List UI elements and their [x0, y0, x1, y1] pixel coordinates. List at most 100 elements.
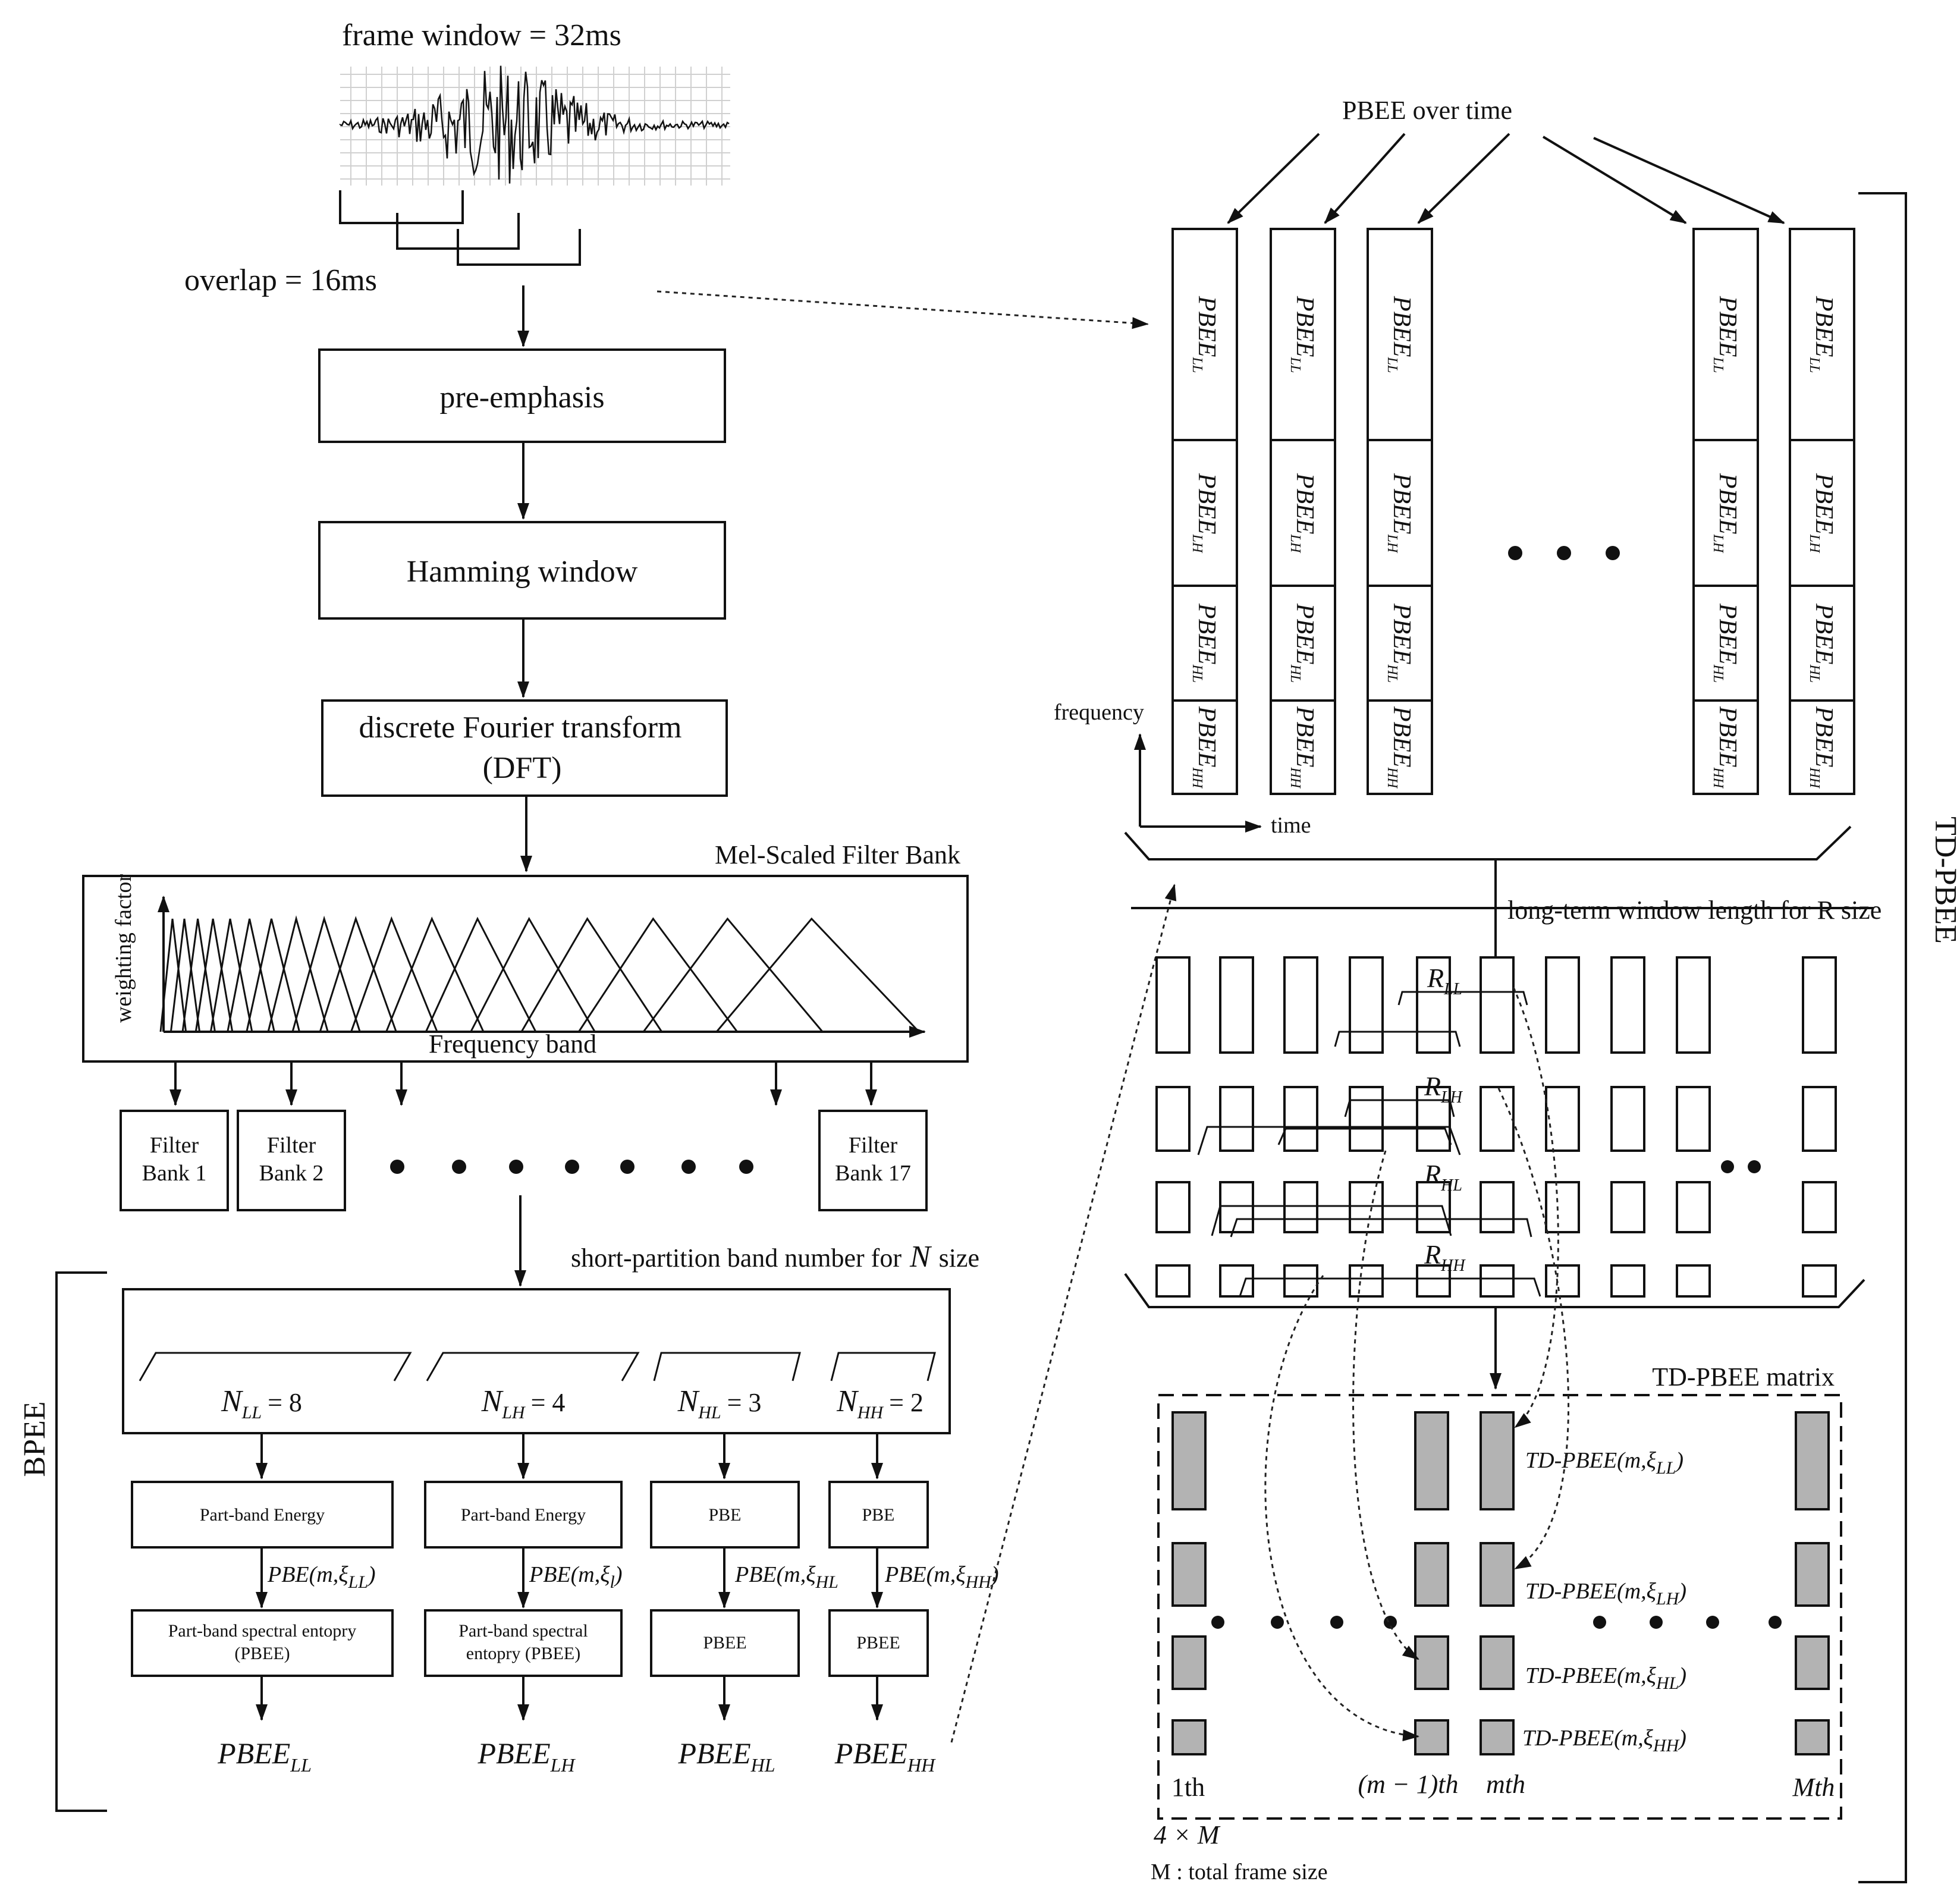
bpee-bracket	[55, 1271, 107, 1812]
long-term-grid	[1155, 956, 1837, 1298]
r-ll-label: RLL	[1427, 963, 1462, 998]
svg-text:PBEEHL: PBEEHL	[1807, 603, 1837, 683]
r-lh-label: RLH	[1424, 1071, 1463, 1107]
waveform-signal	[339, 65, 731, 187]
svg-text:PBEELH: PBEELH	[1189, 473, 1220, 554]
filter-bank-1-label-line2: Bank 1	[142, 1161, 207, 1186]
svg-text:PBEEHH: PBEEHH	[1287, 706, 1318, 789]
pbee-hh-output: PBEEHH	[834, 1736, 936, 1776]
pbee-lh-label-line1: Part-band spectral	[458, 1621, 588, 1641]
hamming-window-box	[318, 521, 726, 620]
pbee-ll-label-line2: (PBEE)	[234, 1644, 290, 1663]
td-pbee-bracket	[1858, 192, 1907, 1883]
filter-bank-2-label-line2: Bank 2	[259, 1161, 324, 1186]
pbe-lh-label: PBE(m,ξl)	[529, 1562, 623, 1592]
filter-bank-17-label-line1: Filter	[849, 1133, 898, 1158]
r-windows	[1197, 991, 1541, 1297]
svg-text:PBEEHH: PBEEHH	[1384, 706, 1415, 789]
filter-bank-17-box	[818, 1110, 928, 1211]
r-hl-label: RHL	[1424, 1159, 1462, 1195]
pbe-ll-label: PBE(m,ξLL)	[267, 1562, 376, 1592]
bpee-side-label: BPEE	[18, 1401, 52, 1477]
matrix-row-ll-label: TD-PBEE(m,ξLL)	[1525, 1448, 1683, 1478]
filter-bank-arrows	[169, 1061, 877, 1106]
dotted-arrow-frames-to-pbee	[657, 290, 1149, 329]
mel-triangular-filters	[159, 915, 920, 1033]
td-pbee-side-label: TD-PBEE	[1928, 816, 1960, 944]
matrix-cells	[1171, 1411, 1830, 1755]
pbee-hl-box-label: PBEE	[703, 1633, 746, 1653]
filter-bank-2-label-line1: Filter	[267, 1133, 316, 1158]
part-band-energy-ll-label: Part-band Energy	[200, 1505, 325, 1525]
dft-label-line1: discrete Fourier transform	[359, 711, 682, 745]
mel-x-axis-label: Frequency band	[429, 1029, 596, 1059]
band-hh-column: NHH= 2 PBE PBE(m,ξHH) PBEE PBEEHH	[828, 1384, 999, 1776]
filter-bank-2-box	[237, 1110, 346, 1211]
matrix-row-hl-label: TD-PBEE(m,ξHL)	[1525, 1663, 1686, 1693]
pbee-time-frames: PBEELL PBEELH PBEEHL PBEEHH PBEELL PBEELH PBEE…	[1171, 228, 1855, 795]
td-pbee-matrix-title: TD-PBEE matrix	[1652, 1362, 1835, 1392]
svg-text:PBEEHH: PBEEHH	[1189, 706, 1220, 789]
filter-bank-1-label-line1: Filter	[150, 1133, 199, 1158]
part-band-energy-ll-box	[131, 1481, 394, 1549]
matrix-ellipsis	[1211, 1616, 1782, 1629]
col-M-label: Mth	[1792, 1773, 1835, 1802]
m-definition-label: M : total frame size	[1151, 1860, 1328, 1885]
svg-text:PBEELL: PBEELL	[1384, 296, 1415, 373]
pbee-over-time-label: PBEE over time	[1342, 96, 1512, 125]
pbee-lh-label-line2: entopry (PBEE)	[466, 1644, 580, 1663]
pbe-hh-box	[828, 1481, 929, 1549]
svg-text:PBEELH: PBEELH	[1384, 473, 1415, 554]
band-lh-column: NLH= 4 Part-band Energy PBE(m,ξl) Part-b…	[424, 1384, 623, 1776]
dft-label-line2: (DFT)	[483, 751, 562, 785]
col-1th-label: 1th	[1171, 1773, 1205, 1802]
mel-filter-bank-title: Mel-Scaled Filter Bank	[715, 840, 960, 869]
band-hl-column: NHL= 3 PBE PBE(m,ξHL PBEE PBEEHL	[650, 1384, 838, 1776]
overlap-label: overlap = 16ms	[184, 263, 377, 297]
pbee-lh-box	[424, 1609, 623, 1677]
svg-text:PBEELH: PBEELH	[1807, 473, 1837, 554]
pre-emphasis-box	[318, 348, 726, 443]
r-hh-label: RHH	[1424, 1239, 1466, 1275]
pbee-lh-output: PBEELH	[477, 1736, 576, 1776]
pbee-hh-box-label: PBEE	[856, 1633, 900, 1653]
svg-text:PBEELH: PBEELH	[1287, 473, 1318, 554]
dotted-arrow-pbee-to-td	[950, 884, 1177, 1743]
frame-window-label: frame window = 32ms	[342, 18, 621, 52]
n-hl-label: NHL= 3	[677, 1384, 762, 1422]
long-term-ellipsis	[1721, 1160, 1761, 1173]
pre-emphasis-label: pre-emphasis	[439, 381, 604, 414]
matrix-row-lh-label: TD-PBEE(m,ξLH)	[1525, 1579, 1686, 1609]
n-ll-label: NLL= 8	[221, 1384, 302, 1422]
band-partition-box	[122, 1288, 951, 1434]
svg-text:PBEEHL: PBEEHL	[1384, 603, 1415, 683]
pbe-hl-label: PBE(m,ξHL	[734, 1562, 838, 1592]
n-lh-label: NLH= 4	[481, 1384, 566, 1422]
svg-text:PBEELL: PBEELL	[1287, 296, 1318, 373]
n-hh-label: NHH= 2	[836, 1384, 924, 1422]
pbee-hl-output: PBEEHL	[677, 1736, 775, 1776]
long-term-window-label: long-term window length for R size	[1507, 896, 1882, 925]
part-band-energy-lh-label: Part-band Energy	[461, 1505, 586, 1525]
pbe-hh-label: PBE(m,ξHH)	[884, 1562, 999, 1592]
pbee-ll-label-line1: Part-band spectral entopry	[168, 1621, 357, 1641]
filter-bank-1-box	[120, 1110, 229, 1211]
pbee-ll-box	[131, 1609, 394, 1677]
pbe-hh-box-label: PBE	[862, 1505, 894, 1525]
svg-text:PBEEHL: PBEEHL	[1287, 603, 1318, 683]
col-m-label: mth	[1486, 1770, 1525, 1799]
col-m-minus-1-label: (m − 1)th	[1358, 1770, 1459, 1799]
hamming-window-label: Hamming window	[407, 555, 638, 589]
collect-bracket	[1124, 825, 1852, 860]
td-pbee-matrix-frame	[1157, 1394, 1842, 1820]
time-axis-label: time	[1271, 813, 1311, 838]
mel-y-axis-label: weighting factor	[111, 874, 136, 1023]
part-band-energy-lh-box	[424, 1481, 623, 1549]
frequency-axis-label: frequency	[1054, 700, 1144, 725]
pbee-ll-output: PBEELL	[217, 1736, 312, 1776]
pbee-hl-box	[650, 1609, 800, 1677]
matrix-size-label: 4 × M	[1154, 1820, 1221, 1849]
svg-text:PBEELL: PBEELL	[1807, 296, 1837, 373]
